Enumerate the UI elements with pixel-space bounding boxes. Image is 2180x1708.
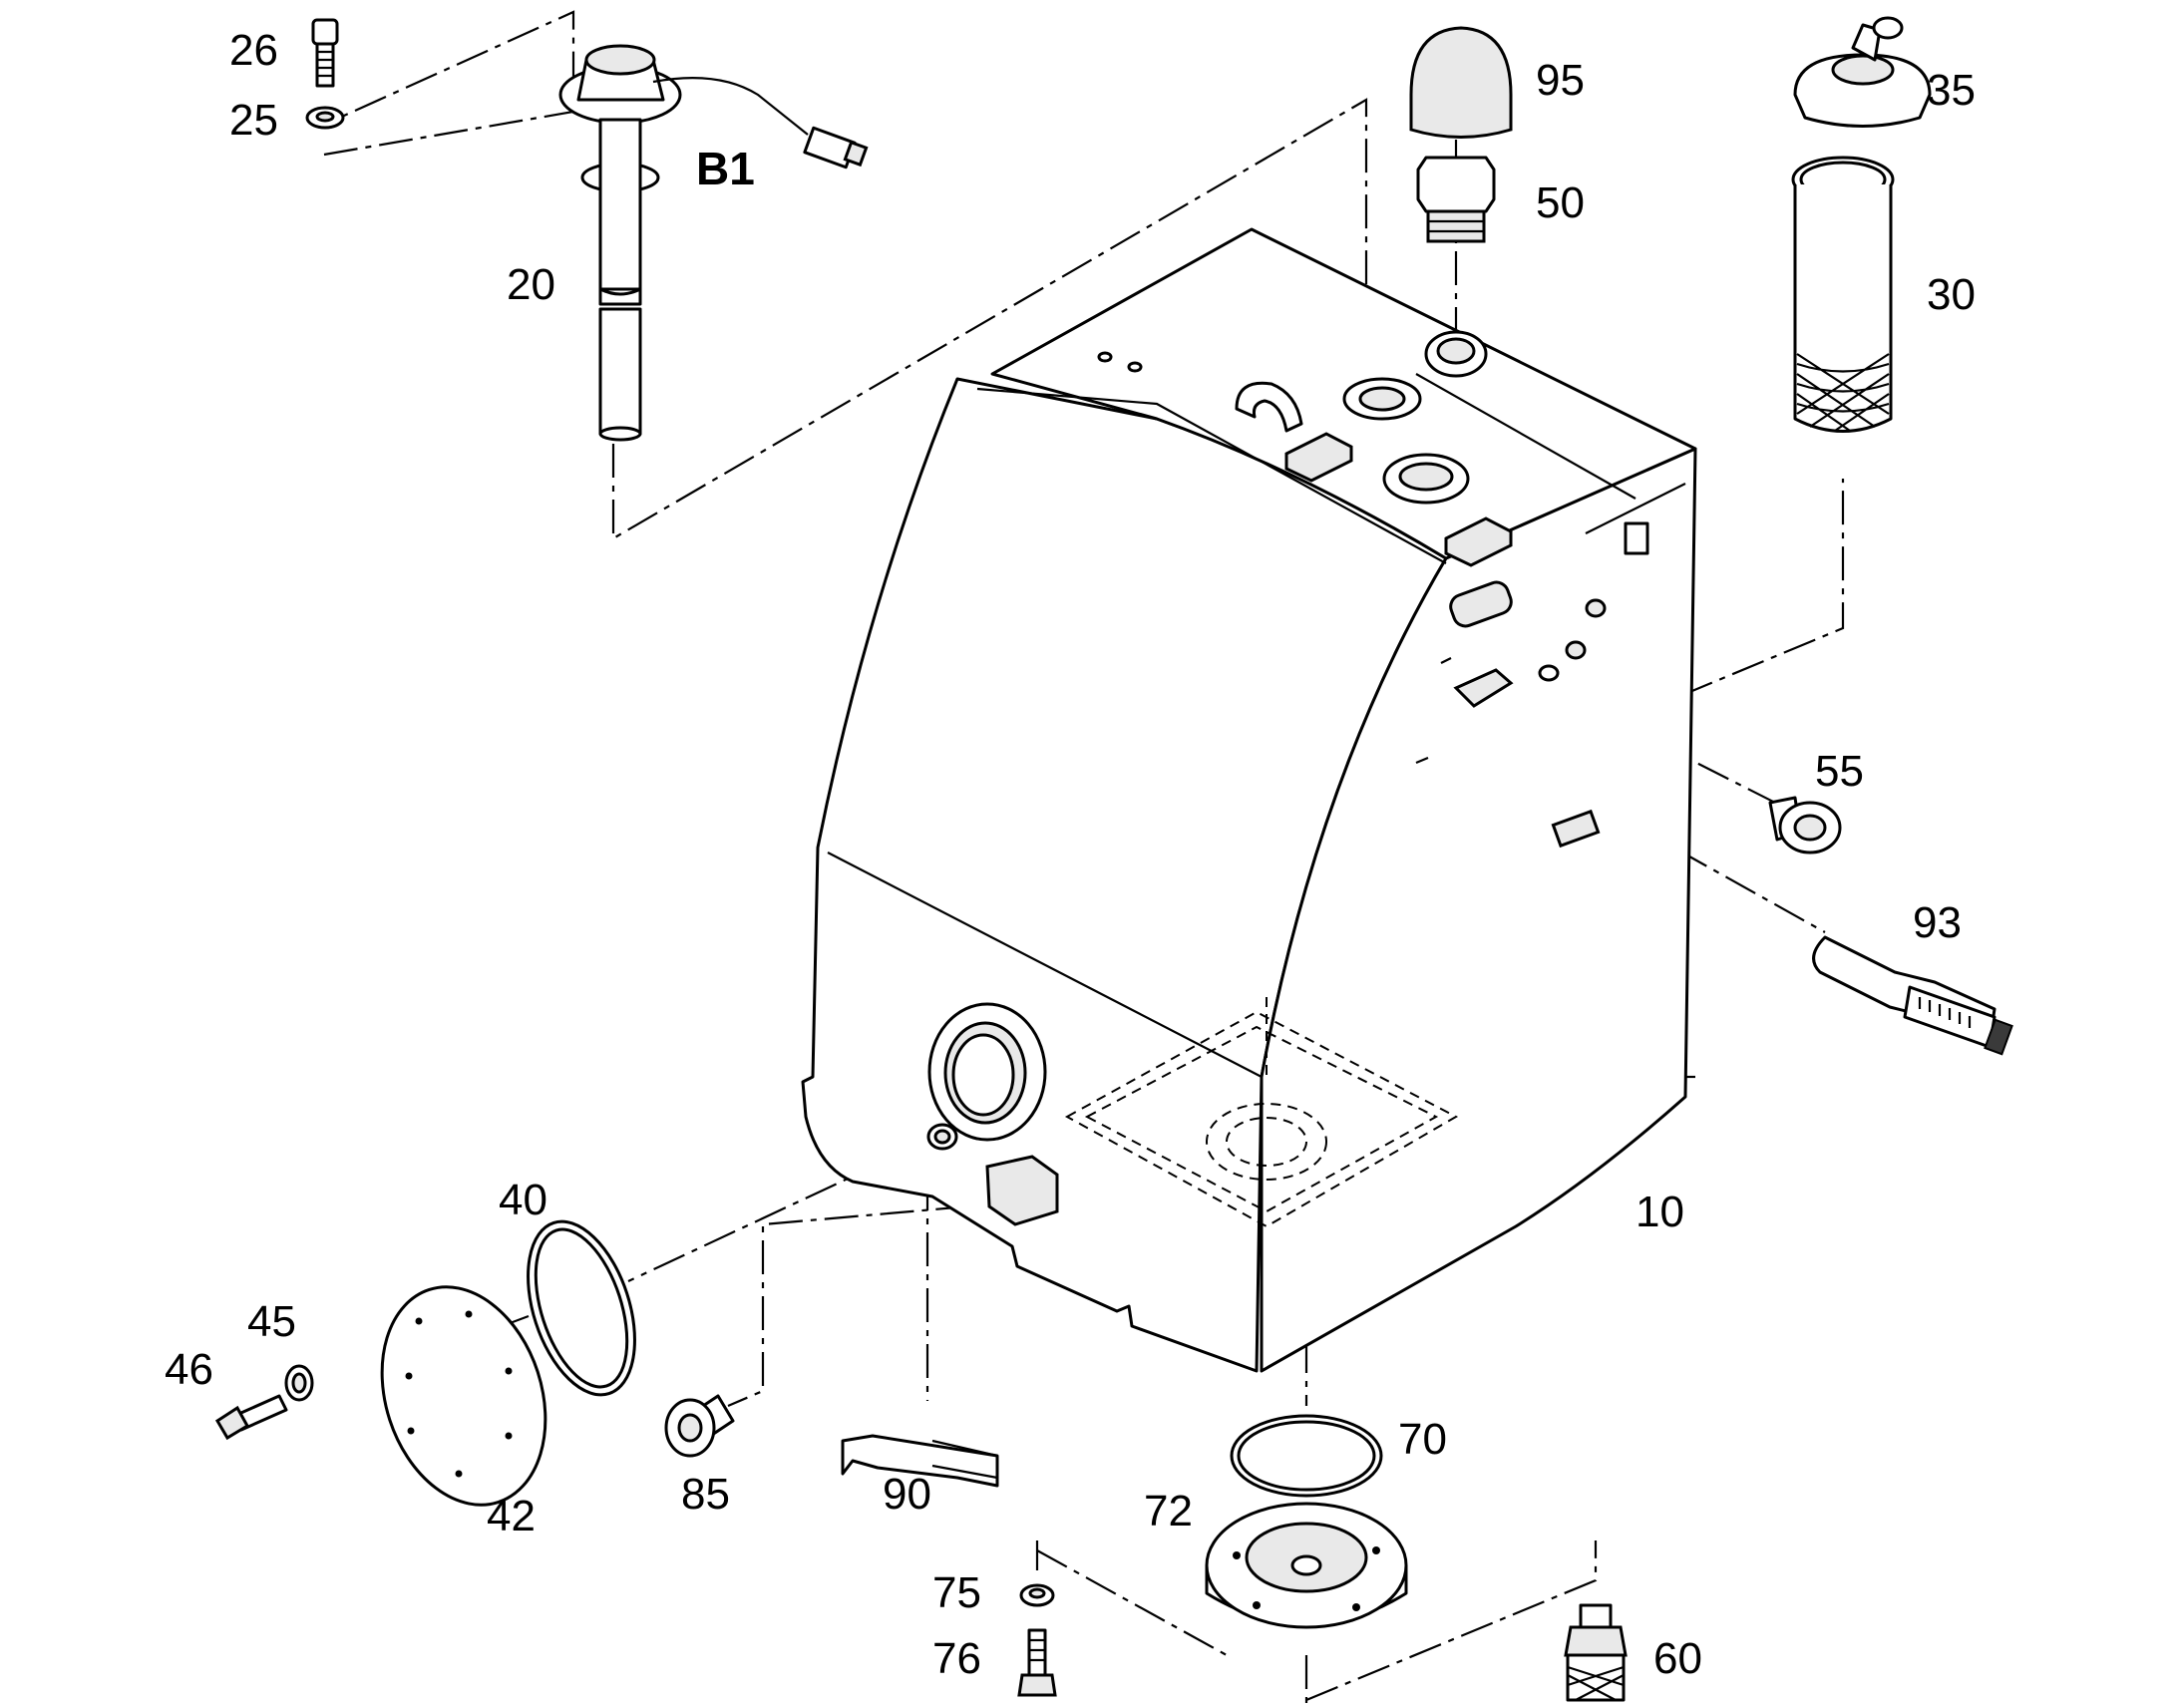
label-40: 40 bbox=[499, 1176, 547, 1224]
part-neck-ring bbox=[1424, 330, 1488, 378]
leader-plug-85 bbox=[727, 1199, 1026, 1408]
leader-screw-26 bbox=[323, 10, 575, 157]
part-gauge-93 bbox=[1812, 935, 2013, 1056]
part-plug-55 bbox=[1768, 796, 1842, 854]
leader-strainer-60 bbox=[1304, 1540, 1598, 1708]
label-30: 30 bbox=[1927, 270, 1976, 319]
tank-top-pad-2 bbox=[1444, 516, 1513, 567]
label-25: 25 bbox=[229, 96, 278, 145]
label-60: 60 bbox=[1653, 1634, 1702, 1683]
label-45: 45 bbox=[247, 1297, 296, 1346]
tank-hook bbox=[1235, 381, 1303, 433]
label-93: 93 bbox=[1913, 898, 1962, 947]
label-55: 55 bbox=[1815, 747, 1864, 796]
part-cover-42 bbox=[380, 1285, 547, 1507]
tank-bracket bbox=[1453, 668, 1514, 708]
label-72: 72 bbox=[1144, 1487, 1193, 1536]
label-85: 85 bbox=[681, 1470, 730, 1519]
part-o-ring-40 bbox=[527, 1219, 636, 1397]
callout-labels: 26 25 B1 20 95 50 35 30 55 93 10 40 45 4… bbox=[165, 26, 1976, 1683]
part-fuel-cap-35 bbox=[1793, 16, 1932, 128]
label-95: 95 bbox=[1536, 56, 1585, 105]
label-20: 20 bbox=[507, 260, 555, 309]
label-26: 26 bbox=[229, 26, 278, 75]
part-fitting-60 bbox=[1564, 1603, 1628, 1702]
part-plug-85 bbox=[664, 1394, 735, 1458]
part-screw-26 bbox=[311, 18, 339, 88]
part-bolt-76 bbox=[1017, 1628, 1057, 1697]
tank-slot bbox=[1449, 580, 1513, 628]
leader-bolt-75 bbox=[1035, 1540, 1228, 1656]
label-46: 46 bbox=[165, 1345, 213, 1394]
label-90: 90 bbox=[883, 1470, 931, 1519]
label-76: 76 bbox=[932, 1634, 981, 1683]
fuel-tank-body bbox=[801, 227, 1697, 1373]
part-o-ring-70 bbox=[1230, 1414, 1383, 1498]
part-strainer-30 bbox=[1791, 156, 1895, 433]
tank-right-face bbox=[1260, 447, 1697, 1373]
label-70: 70 bbox=[1398, 1415, 1447, 1464]
label-b1: B1 bbox=[696, 143, 755, 194]
label-10: 10 bbox=[1635, 1188, 1684, 1236]
part-washer-25 bbox=[305, 106, 345, 130]
label-35: 35 bbox=[1927, 66, 1976, 115]
tank-top-pad bbox=[1284, 432, 1353, 483]
leader-sender-20 bbox=[611, 98, 1368, 540]
part-cap-95 bbox=[1409, 26, 1513, 139]
label-42: 42 bbox=[487, 1492, 536, 1540]
part-bracket-90 bbox=[841, 1434, 999, 1488]
part-bolt-46 bbox=[214, 1394, 288, 1441]
part-washer-45 bbox=[284, 1364, 314, 1402]
tank-block bbox=[985, 1155, 1059, 1226]
tank-clip bbox=[1624, 521, 1649, 555]
part-sender-20 bbox=[558, 44, 869, 442]
tank-hidden-base bbox=[1064, 1010, 1459, 1228]
part-plug-50 bbox=[1416, 156, 1496, 243]
part-flange-72 bbox=[1205, 1502, 1408, 1629]
part-washer-75 bbox=[1019, 1583, 1055, 1607]
tank-label bbox=[1551, 809, 1601, 849]
label-50: 50 bbox=[1536, 178, 1585, 227]
label-75: 75 bbox=[932, 1568, 981, 1617]
